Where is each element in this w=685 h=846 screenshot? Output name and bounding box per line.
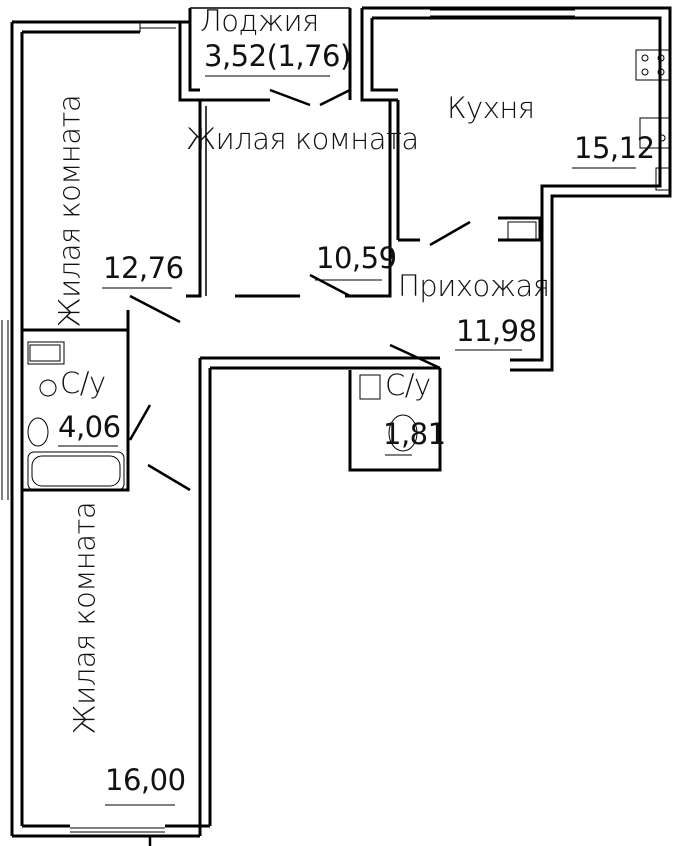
room-area-loggia: 3,52(1,76) [204,39,351,73]
room-name-kitchen: Кухня [447,91,535,125]
kitchen-fixtures [635,49,671,191]
room-area-hallway: 11,98 [456,314,537,348]
doors [128,88,471,846]
room-area-kitchen: 15,12 [574,131,655,165]
interior-walls [22,100,542,492]
room-name-living-left-bottom: Жилая комната [67,501,102,735]
room-name-living-center: Жилая комната [186,122,419,156]
room-name-hallway: Прихожая [398,269,550,303]
room-area-living-left-bottom: 16,00 [105,763,186,797]
room-name-loggia: Лоджия [200,4,319,38]
room-name-toilet: С/у [385,368,431,402]
room-area-bathroom: 4,06 [58,410,121,444]
windows [1,9,575,833]
room-area-living-left-top: 12,76 [103,251,184,285]
area-underlines [58,75,636,806]
bathroom-fixtures [27,221,537,491]
room-area-toilet: 1,81 [383,417,446,451]
room-name-living-left-top: Жилая комната [52,94,87,328]
room-name-bathroom: С/у [60,366,106,400]
room-area-living-center: 10,59 [316,241,397,275]
outer-walls [10,6,672,838]
